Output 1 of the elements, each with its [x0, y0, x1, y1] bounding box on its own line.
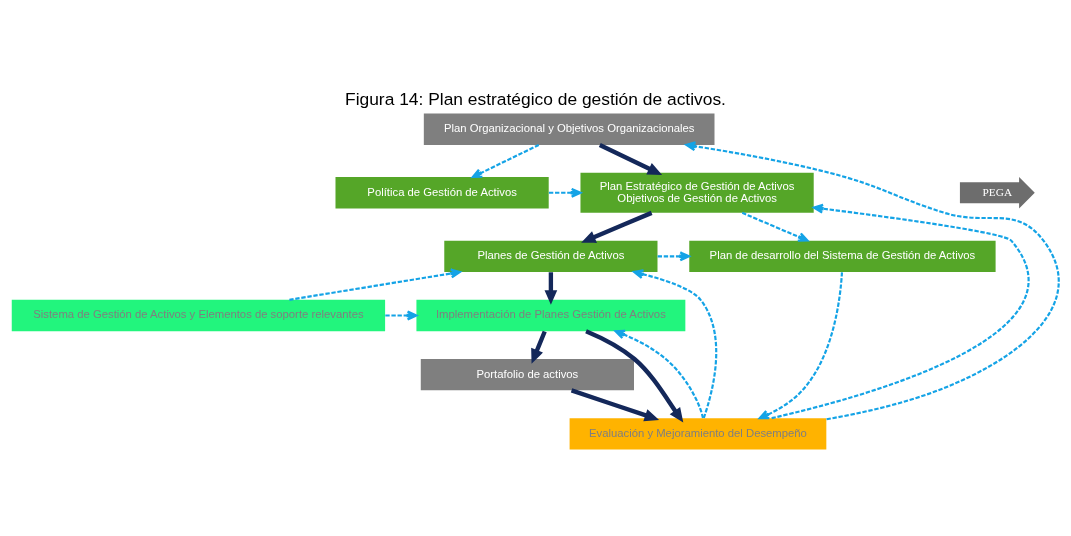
diagram-title: Figura 14: Plan estratégico de gestión de activos. [345, 88, 726, 109]
